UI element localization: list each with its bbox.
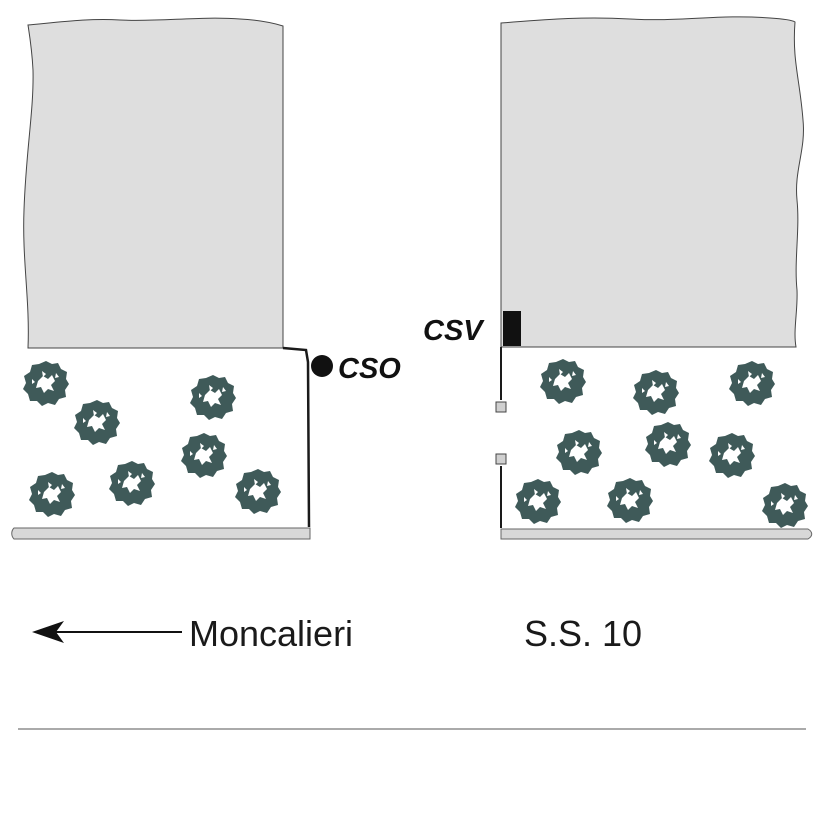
tree-icon: [109, 461, 155, 506]
road-name-label: S.S. 10: [524, 613, 642, 654]
tree-icon: [645, 422, 691, 467]
tree-icon: [607, 478, 653, 523]
csv-marker-icon: [503, 311, 521, 346]
csv-label: CSV: [423, 315, 485, 347]
cso-marker-icon: [311, 355, 333, 377]
tree-icon: [633, 370, 679, 415]
left-arrow-icon: [32, 621, 64, 643]
tree-icon: [709, 433, 755, 478]
tree-icon: [181, 433, 227, 478]
tree-icon: [729, 361, 775, 406]
sidewalk-left: [11, 527, 311, 540]
tree-icon: [235, 469, 281, 514]
building-left: [23, 17, 284, 349]
tree-icon: [29, 472, 75, 517]
tree-icon: [23, 361, 69, 406]
sidewalk-right: [500, 528, 813, 540]
cso-label: CSO: [338, 353, 401, 385]
fence-left: [282, 346, 311, 528]
gate-post-upper: [495, 401, 507, 413]
tree-icon: [556, 430, 602, 475]
tree-icon: [515, 479, 561, 524]
gate-post-lower: [495, 453, 507, 465]
tree-icon: [190, 375, 236, 420]
tree-icon: [74, 400, 120, 445]
building-right: [500, 16, 804, 348]
tree-icon: [762, 483, 808, 528]
direction-label: Moncalieri: [189, 613, 353, 654]
tree-icon: [540, 359, 586, 404]
